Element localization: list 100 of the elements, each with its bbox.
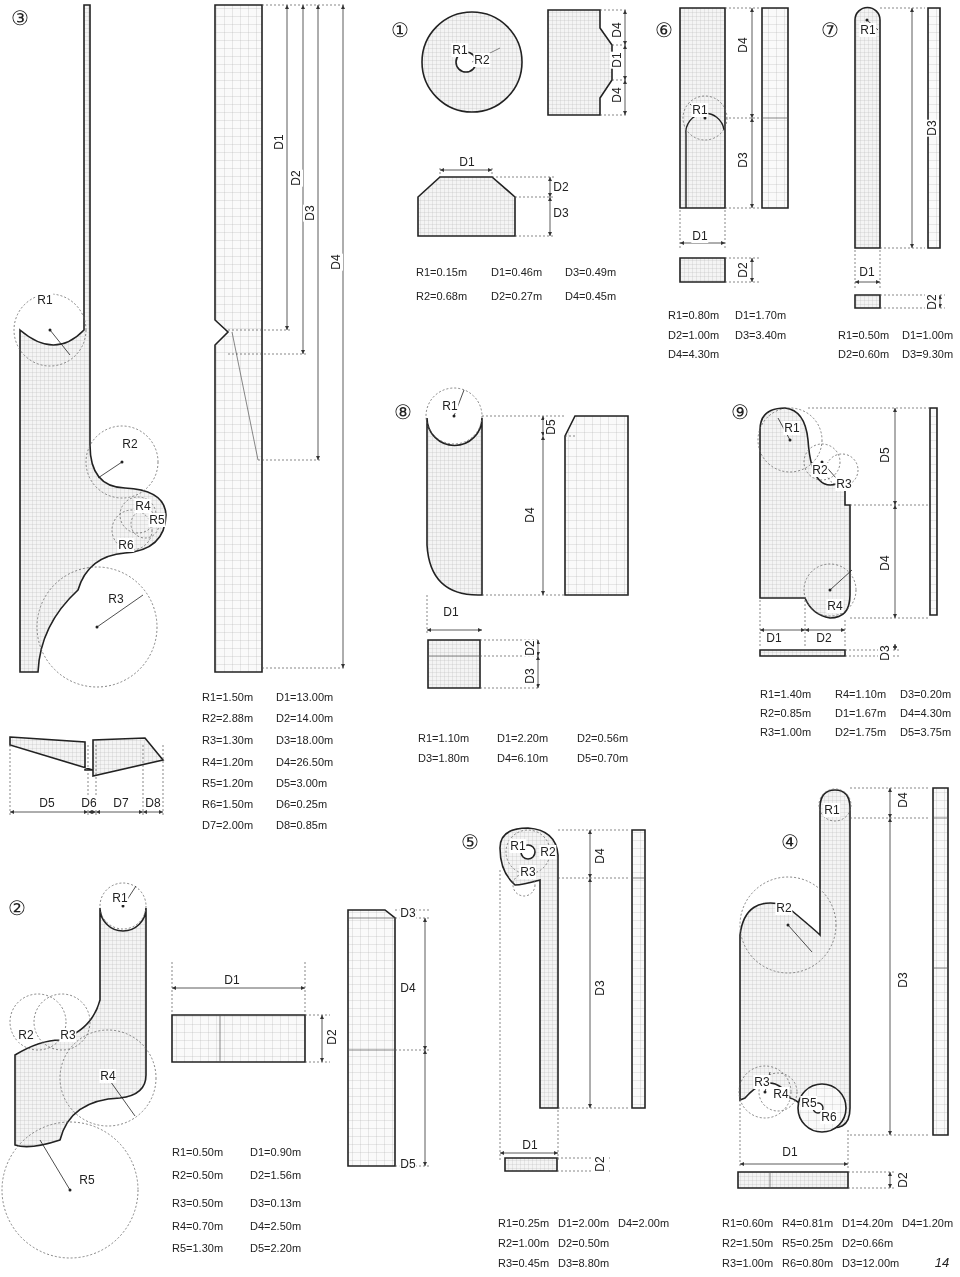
dimension-value: R1=0.15m xyxy=(416,265,468,279)
dimension-value: D2=0.56m xyxy=(577,731,629,745)
dimension-label: D2 xyxy=(552,180,570,194)
dimension-value: D3=1.80m xyxy=(418,751,470,765)
dimension-value: R5=1.20m xyxy=(202,776,254,790)
dimension-value: R1=0.25m xyxy=(498,1216,550,1230)
dimension-value: D2=1.75m xyxy=(835,725,887,739)
dimension-label: D2 xyxy=(289,169,303,187)
dimension-label: D4 xyxy=(736,36,750,54)
dimension-label: R3 xyxy=(107,592,125,606)
dimension-label: R2 xyxy=(775,901,793,915)
dimension-label: R3 xyxy=(835,477,853,491)
dimension-value: D3=0.49m xyxy=(565,265,617,279)
dimension-label: D1 xyxy=(223,973,241,987)
dimension-value: D4=2.00m xyxy=(618,1216,670,1230)
panel-number: ④ xyxy=(781,831,799,853)
dimension-value: R4=0.81m xyxy=(782,1216,834,1230)
dimension-value: R2=0.50m xyxy=(172,1168,224,1182)
dimension-label: D3 xyxy=(593,979,607,997)
dimension-value: D3=18.00m xyxy=(276,733,334,747)
dimension-label: D4 xyxy=(610,86,624,104)
dimension-label: D3 xyxy=(523,667,537,685)
dimension-label: R1 xyxy=(441,399,459,413)
dimension-value: D2=0.27m xyxy=(491,289,543,303)
dimension-value: R5=0.25m xyxy=(782,1236,834,1250)
dimension-label: R1 xyxy=(111,891,129,905)
dimension-value: R3=0.45m xyxy=(498,1256,550,1270)
dimension-value: D3=0.13m xyxy=(250,1196,302,1210)
dimension-label: R6 xyxy=(820,1110,838,1124)
dimension-label: R4 xyxy=(134,499,152,513)
dimension-label: D4 xyxy=(896,791,910,809)
dimension-label: R5 xyxy=(800,1096,818,1110)
dimension-value: D3=0.20m xyxy=(900,687,952,701)
dimension-value: D4=4.30m xyxy=(900,706,952,720)
dimension-value: R2=0.85m xyxy=(760,706,812,720)
dimension-label: R4 xyxy=(826,599,844,613)
dimension-value: D1=13.00m xyxy=(276,690,334,704)
dimension-value: R1=1.50m xyxy=(202,690,254,704)
dimension-label: D2 xyxy=(523,639,537,657)
dimension-label: D1 xyxy=(610,51,624,69)
dimension-value: R2=1.50m xyxy=(722,1236,774,1250)
dimension-label: D3 xyxy=(736,151,750,169)
dimension-label: D5 xyxy=(544,418,558,436)
dimension-label: D7 xyxy=(112,796,130,810)
dimension-value: R2=1.00m xyxy=(498,1236,550,1250)
panel-number: ⑤ xyxy=(461,831,479,853)
dimension-value: D6=0.25m xyxy=(276,797,328,811)
dimension-value: R6=1.50m xyxy=(202,797,254,811)
dimension-label: D1 xyxy=(442,605,460,619)
dimension-value: D4=0.45m xyxy=(565,289,617,303)
dimension-label: R4 xyxy=(99,1069,117,1083)
dimension-label: D2 xyxy=(896,1171,910,1189)
dimension-value: D8=0.85m xyxy=(276,818,328,832)
dimension-value: R4=1.10m xyxy=(835,687,887,701)
dimension-value: D5=3.75m xyxy=(900,725,952,739)
dimension-label: D1 xyxy=(765,631,783,645)
dimension-label: D1 xyxy=(781,1145,799,1159)
dimension-value: D3=9.30m xyxy=(902,347,954,361)
dimension-value: D4=2.50m xyxy=(250,1219,302,1233)
dimension-value: R2=2.88m xyxy=(202,711,254,725)
dimension-label: R1 xyxy=(451,43,469,57)
dimension-value: R1=0.80m xyxy=(668,308,720,322)
dimension-label: D4 xyxy=(878,554,892,572)
dimension-value: R1=0.50m xyxy=(838,328,890,342)
dimension-label: D5 xyxy=(399,1157,417,1171)
dimension-label: R1 xyxy=(783,421,801,435)
dimension-value: D2=1.00m xyxy=(668,328,720,342)
dimension-label: R2 xyxy=(811,463,829,477)
dimension-label: R5 xyxy=(78,1173,96,1187)
dimension-label: R1 xyxy=(36,293,54,307)
dimension-label: D1 xyxy=(521,1138,539,1152)
dimension-label: D4 xyxy=(593,847,607,865)
dimension-label: D2 xyxy=(925,293,939,311)
dimension-value: D1=2.20m xyxy=(497,731,549,745)
dimension-value: D1=0.90m xyxy=(250,1145,302,1159)
dimension-label: R2 xyxy=(17,1028,35,1042)
dimension-label: R2 xyxy=(121,437,139,451)
dimension-label: D4 xyxy=(610,21,624,39)
dimension-value: D1=1.00m xyxy=(902,328,954,342)
dimension-value: D3=12.00m xyxy=(842,1256,900,1270)
dimension-value: R1=1.40m xyxy=(760,687,812,701)
dimension-value: D4=26.50m xyxy=(276,755,334,769)
dimension-label: D1 xyxy=(858,265,876,279)
dimension-value: D2=0.60m xyxy=(838,347,890,361)
dimension-value: D4=4.30m xyxy=(668,347,720,361)
dimension-label: D1 xyxy=(272,133,286,151)
dimension-value: D1=2.00m xyxy=(558,1216,610,1230)
dimension-label: R6 xyxy=(117,538,135,552)
dimension-label: D3 xyxy=(878,644,892,662)
dimension-label: D2 xyxy=(593,1155,607,1173)
dimension-label: D3 xyxy=(896,971,910,989)
dimension-value: D1=1.70m xyxy=(735,308,787,322)
panel-number: ⑧ xyxy=(394,401,412,423)
dimension-label: R3 xyxy=(753,1075,771,1089)
dimension-value: D2=14.00m xyxy=(276,711,334,725)
dimension-label: D3 xyxy=(552,206,570,220)
dimension-label: D4 xyxy=(399,981,417,995)
dimension-label: D4 xyxy=(329,253,343,271)
dimension-label: D2 xyxy=(736,261,750,279)
dimension-value: D1=4.20m xyxy=(842,1216,894,1230)
